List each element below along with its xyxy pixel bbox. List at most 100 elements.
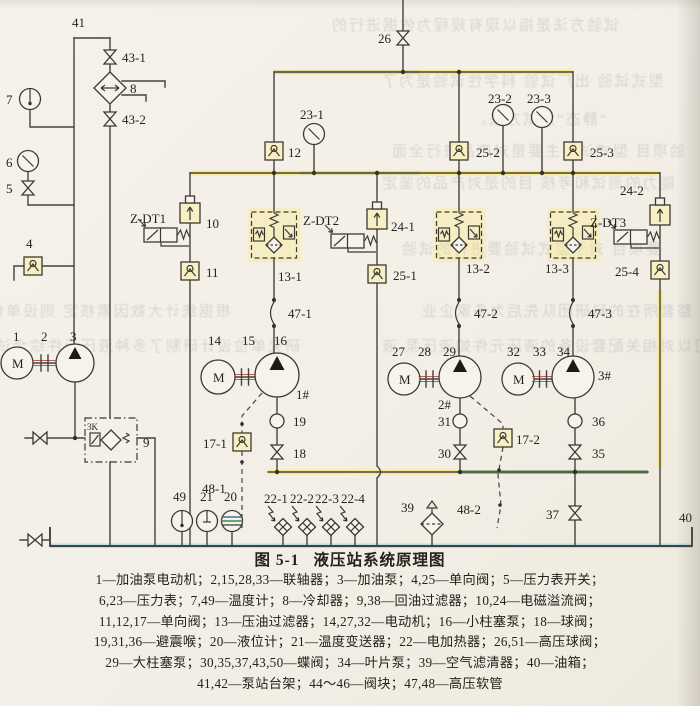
label-12: 12 (288, 145, 301, 160)
component-labels: 41 43-1 8 43-2 7 6 5 4 26 23-1 12 23-2 2… (6, 15, 692, 525)
hose-47-2 (454, 297, 462, 329)
vibration-absorber-19 (269, 413, 285, 429)
return-filter-unit-9 (84, 417, 138, 463)
label-48-2: 48-2 (457, 502, 481, 517)
label-31: 31 (438, 414, 451, 429)
legend-line: 19,31,36—避震喉；20—液位计；21—温度变送器；22—电加热器；26,… (93, 634, 607, 650)
label-17-2: 17-2 (516, 432, 540, 447)
label-40: 40 (679, 510, 692, 525)
label-29: 29 (443, 344, 456, 359)
label-47-2: 47-2 (474, 306, 498, 321)
label-36: 36 (592, 414, 606, 429)
label-23-2: 23-2 (488, 91, 512, 106)
label-25-2: 25-2 (476, 145, 500, 160)
motor-32 (501, 362, 535, 396)
label-1#: 1# (296, 387, 310, 402)
label-z-dt3: Z-DT3 (590, 215, 626, 230)
hose-47-3 (568, 297, 576, 329)
pipe-check-4 (13, 265, 75, 281)
label-26: 26 (378, 31, 392, 46)
label-47-3: 47-3 (588, 306, 612, 321)
legend-line: 11,12,17—单向阀；13—压油过滤器；14,27,32—电动机；16—小柱… (98, 613, 602, 629)
label-13-1: 13-1 (278, 269, 302, 284)
thermometer-49 (170, 509, 194, 533)
figure-caption: 图 5-1 液压站系统原理图 (0, 548, 700, 570)
label-22-2: 22-2 (290, 491, 314, 506)
level-gauge-20 (220, 509, 244, 533)
motor-27 (387, 362, 421, 396)
pipe-instrument-stems (181, 530, 233, 547)
check-valve-17-2 (493, 428, 513, 448)
motor-1 (0, 346, 34, 380)
label-20: 20 (224, 489, 237, 504)
label-30: 30 (438, 446, 451, 461)
label-19: 19 (293, 414, 306, 429)
pump-group-3 (501, 355, 595, 399)
pump-group-2 (387, 355, 482, 399)
label-32: 32 (507, 344, 520, 359)
pipe-shafts (32, 362, 553, 380)
label-4: 4 (26, 236, 33, 251)
label-2#: 2# (438, 397, 452, 412)
junction-dots (72, 69, 578, 475)
figure-number: 图 5-1 (254, 552, 300, 569)
vibration-absorber-31 (452, 413, 468, 429)
fill-pump-3 (55, 343, 95, 383)
motor-14 (200, 359, 236, 395)
large-piston-pump-29 (438, 355, 482, 399)
pipe-gauge-6 (27, 170, 75, 206)
cooler-8 (93, 71, 127, 105)
label-22-3: 22-3 (315, 491, 339, 506)
small-piston-pump-16 (254, 352, 300, 398)
check-valve-17-1 (232, 432, 252, 452)
label-9: 9 (143, 435, 150, 450)
label-7: 7 (6, 92, 13, 107)
pressure-gauge-23-1 (302, 122, 326, 146)
label-25-4: 25-4 (615, 264, 639, 279)
butterfly-valve-35 (568, 444, 582, 460)
oil-tank-outline (49, 527, 693, 547)
heater-22-3 (315, 505, 341, 537)
label-21: 21 (200, 489, 213, 504)
outlet-ball-valve-26 (396, 30, 410, 46)
label-8: 8 (130, 81, 137, 96)
pump-group-1 (200, 352, 300, 398)
pressure-gauge-23-2 (491, 103, 515, 127)
heater-22-1 (267, 505, 293, 537)
label-3#: 3# (598, 368, 612, 383)
label-14: 14 (208, 333, 222, 348)
label-49: 49 (173, 489, 186, 504)
legend-line: 41,42—泵站台架；44～46—阀块；47,48—高压软管 (197, 675, 503, 691)
drain-line-48-2 (469, 395, 504, 529)
figure-title: 液压站系统原理图 (313, 552, 446, 569)
tank-drain-valve (27, 533, 43, 547)
pipe-thermometer-7 (29, 109, 75, 128)
butterfly-valve-43-1 (103, 49, 117, 65)
label-16: 16 (274, 333, 288, 348)
label-11: 11 (206, 265, 219, 280)
pipe-heater-stems (282, 535, 356, 547)
check-valve-12 (264, 141, 284, 161)
label-48-1: 48-1 (202, 481, 226, 496)
label-10: 10 (206, 216, 219, 231)
butterfly-valve-30 (453, 444, 467, 460)
label-23-1: 23-1 (300, 107, 324, 122)
ball-valve-18 (270, 444, 284, 460)
vibration-absorber-36 (567, 413, 583, 429)
vane-pump-34 (551, 355, 595, 399)
hydraulic-station-schematic: 41 43-1 8 43-2 7 6 5 4 26 23-1 12 23-2 2… (0, 0, 693, 548)
label-2: 2 (41, 329, 48, 344)
label-25-3: 25-3 (590, 145, 614, 160)
check-valve-25-2 (449, 141, 469, 161)
label-z-dt2: Z-DT2 (303, 213, 339, 228)
air-filter-39 (420, 500, 444, 536)
label-43-1: 43-1 (122, 50, 146, 65)
legend-line: 1—加油泵电动机；2,15,28,33—联轴器；3—加油泵；4,25—单向阀；5… (95, 572, 605, 587)
label-25-1: 25-1 (393, 268, 417, 283)
label-28: 28 (418, 344, 431, 359)
label-23-3: 23-3 (527, 91, 551, 106)
label-17-1: 17-1 (203, 436, 227, 451)
figure-legend: 1—加油泵电动机；2,15,28,33—联轴器；3—加油泵；4,25—单向阀；5… (0, 570, 700, 695)
label-1: 1 (13, 329, 20, 344)
